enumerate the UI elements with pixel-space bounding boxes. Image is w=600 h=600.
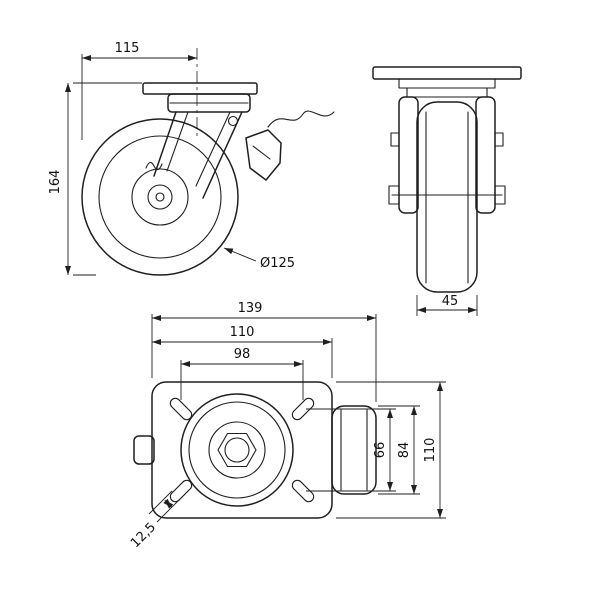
dim-110-top: 110 bbox=[152, 325, 333, 378]
dim-125-label: Ø125 bbox=[260, 256, 295, 271]
dim-98: 98 bbox=[180, 347, 304, 400]
bolt-slot-bottom-right bbox=[291, 479, 315, 503]
axle-nut-left bbox=[388, 185, 400, 205]
top-wheel bbox=[331, 405, 377, 495]
fork-rear-leg-outer bbox=[202, 111, 243, 199]
dim-115: 115 bbox=[81, 41, 197, 140]
dim-66: 66 bbox=[306, 408, 396, 492]
front-fork-leg-left bbox=[398, 96, 419, 214]
kingpin-center bbox=[224, 437, 250, 463]
dim-84: 84 bbox=[378, 405, 420, 495]
swivel-raceway-inner bbox=[188, 401, 286, 499]
dim-diameter-125: Ø125 bbox=[223, 247, 295, 271]
brand-marking bbox=[145, 161, 163, 171]
dim-110-top-label: 110 bbox=[230, 325, 255, 340]
wheel-hub bbox=[131, 168, 189, 226]
dim-110-right: 110 bbox=[336, 381, 446, 519]
side-view: 115 164 Ø125 bbox=[48, 41, 335, 276]
fork-front-leg-inner bbox=[166, 111, 189, 172]
axle-center bbox=[155, 192, 165, 202]
bolt-slot-top-right bbox=[291, 397, 315, 421]
side-mounting-plate bbox=[142, 82, 258, 95]
front-wheel bbox=[416, 101, 478, 293]
dim-164-label: 164 bbox=[48, 170, 63, 195]
bolt-slot-bottom-left bbox=[169, 479, 193, 503]
dim-98-label: 98 bbox=[234, 347, 251, 362]
dim-66-label: 66 bbox=[373, 442, 388, 459]
brake-cable bbox=[267, 110, 335, 128]
front-view: 45 bbox=[372, 66, 522, 316]
front-mounting-plate bbox=[372, 66, 522, 80]
fork-front-leg-outer bbox=[153, 111, 177, 177]
fork-rear-leg-inner bbox=[195, 111, 231, 187]
bolt-slot-top-left bbox=[169, 397, 193, 421]
brake-pedal-detail bbox=[252, 145, 271, 160]
kingpin-boss bbox=[208, 421, 266, 479]
dim-84-label: 84 bbox=[397, 442, 412, 459]
side-bolt-left bbox=[390, 132, 400, 147]
axle-boss bbox=[147, 184, 173, 210]
dim-110-right-label: 110 bbox=[423, 438, 438, 463]
front-swivel-ring-upper bbox=[398, 78, 496, 89]
wheel-outer bbox=[81, 118, 239, 276]
top-view: 139 110 98 66 84 bbox=[128, 301, 446, 551]
side-bolt-right bbox=[494, 132, 504, 147]
dim-139: 139 bbox=[151, 301, 377, 402]
front-swivel-ring-lower bbox=[406, 87, 488, 98]
kingpin-hex-nut bbox=[217, 432, 257, 468]
dim-164: 164 bbox=[48, 82, 142, 276]
dim-115-label: 115 bbox=[115, 41, 140, 56]
dim-45: 45 bbox=[416, 294, 478, 316]
fork-bolt bbox=[227, 115, 239, 127]
front-fork-leg-right bbox=[475, 96, 496, 214]
dim-12-5-label: 12,5 bbox=[128, 520, 159, 551]
axle-nut-right bbox=[494, 185, 506, 205]
side-swivel-head bbox=[167, 93, 251, 113]
swivel-raceway-outer bbox=[180, 393, 294, 507]
dim-139-label: 139 bbox=[238, 301, 263, 316]
wheel-rim bbox=[98, 135, 222, 259]
dim-45-label: 45 bbox=[442, 294, 459, 309]
top-brake-tab bbox=[133, 435, 155, 465]
brake-pedal bbox=[245, 129, 282, 181]
